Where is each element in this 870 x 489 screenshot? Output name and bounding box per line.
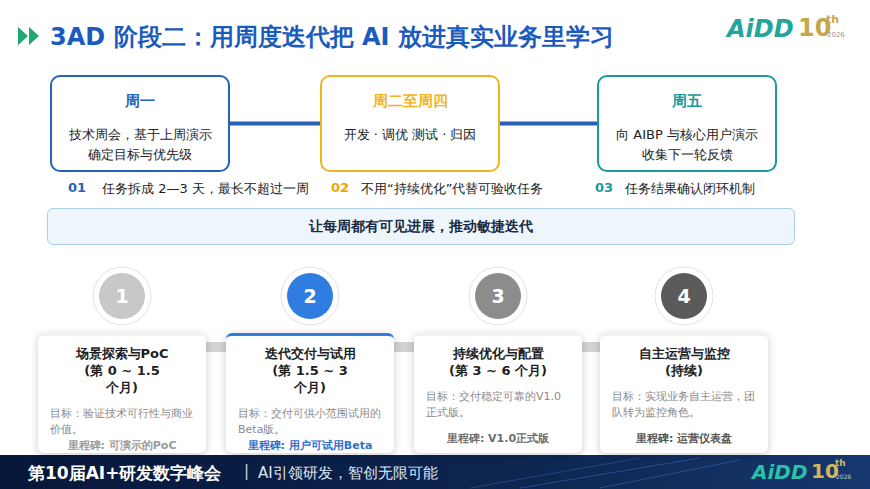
summary-band: 让每周都有可见进展，推动敏捷迭代 <box>47 208 795 245</box>
stage-heading: 迭代交付与试用 (第 1.5 ~ 3 个月) <box>256 345 364 396</box>
logo-year: 2026 <box>836 473 851 480</box>
title-icon <box>29 27 39 45</box>
logo-word: AiDD <box>752 460 808 484</box>
day-heading: 周五 <box>599 92 775 111</box>
day-body: 技术周会，基于上周演示 确定目标与优先级 <box>60 125 220 165</box>
stage-goal: 目标：交付稳定可靠的V1.0正式版。 <box>426 389 570 421</box>
stage-card: 自主运营与监控 (持续) 目标：实现业务自主运营，团队转为监控角色。里程碑: 运营… <box>600 333 768 453</box>
step-number: 4 <box>677 285 690 307</box>
footer-band <box>0 455 870 489</box>
callout-number: 03 <box>595 180 613 195</box>
day-body: 开发 · 调优 测试 · 归因 <box>330 125 490 145</box>
footer-separator: | <box>244 462 249 480</box>
stage-goal: 目标：交付可供小范围试用的Beta版。 <box>238 406 382 438</box>
circle-fill <box>99 273 145 319</box>
step-circle: 2 <box>280 266 340 326</box>
day-heading: 周一 <box>52 92 228 111</box>
connector-line <box>500 122 597 126</box>
stage-heading: 持续优化与配置 (第 3 ~ 6 个月) <box>444 345 552 379</box>
stage-heading: 自主运营与监控 (持续) <box>630 345 738 379</box>
band-text: 让每周都有可见进展，推动敏捷迭代 <box>309 218 533 236</box>
step-number: 2 <box>303 285 316 307</box>
circle-fill <box>287 273 333 319</box>
logo-suffix: th <box>835 458 846 468</box>
step-number: 1 <box>115 285 128 307</box>
callout-number: 01 <box>68 180 86 195</box>
footer-slogan: AI引领研发，智创无限可能 <box>258 464 438 483</box>
stage-card: 持续优化与配置 (第 3 ~ 6 个月) 目标：交付稳定可靠的V1.0正式版。里程… <box>414 333 582 453</box>
connector-line <box>206 342 226 352</box>
stage-milestone: 里程碑: V1.0正式版 <box>426 431 570 446</box>
circle-ring <box>93 267 151 325</box>
footer-streak <box>600 460 740 488</box>
stage-card: 场景探索与PoC (第 0 ~ 1.5 个月) 目标：验证技术可行性与商业价值。里… <box>38 333 206 453</box>
callout-number: 02 <box>331 180 349 195</box>
step-number: 3 <box>491 285 504 307</box>
logo-word: AiDD <box>727 15 794 43</box>
stage-milestone: 里程碑: 可演示的PoC <box>50 438 194 453</box>
circle-ring <box>655 267 713 325</box>
stage-milestone: 里程碑: 运营仪表盘 <box>612 431 756 446</box>
connector-line <box>582 342 600 352</box>
logo-suffix: th <box>826 13 839 26</box>
circle-ring <box>469 267 527 325</box>
step-circle: 3 <box>468 266 528 326</box>
phase-day-box: 周一技术周会，基于上周演示 确定目标与优先级 <box>50 75 230 172</box>
phase-day-box: 周五向 AIBP 与核心用户演示 收集下一轮反馈 <box>597 75 777 172</box>
connector-line <box>230 122 320 126</box>
circle-ring <box>281 267 339 325</box>
circle-fill <box>475 273 521 319</box>
logo-number: 10 <box>811 459 839 483</box>
connector-line <box>394 342 414 352</box>
step-circle: 1 <box>92 266 152 326</box>
footer-event: 第10届AI+研发数字峰会 <box>28 462 221 485</box>
footer-streak <box>470 458 640 488</box>
stage-goal: 目标：实现业务自主运营，团队转为监控角色。 <box>612 389 756 421</box>
rule-note: 任务拆成 2—3 天，最长不超过一周 <box>102 180 309 198</box>
rule-note: 不用“持续优化”代替可验收任务 <box>361 180 543 198</box>
stage-goal: 目标：验证技术可行性与商业价值。 <box>50 406 194 438</box>
day-body: 向 AIBP 与核心用户演示 收集下一轮反馈 <box>607 125 767 165</box>
stage-card: 迭代交付与试用 (第 1.5 ~ 3 个月) 目标：交付可供小范围试用的Beta版… <box>226 333 394 453</box>
slide-title: 3AD 阶段二：用周度迭代把 AI 放进真实业务里学习 <box>50 21 614 53</box>
rule-note: 任务结果确认闭环机制 <box>625 180 755 198</box>
logo-year: 2026 <box>827 31 845 39</box>
day-heading: 周二至周四 <box>322 92 498 111</box>
phase-day-box: 周二至周四开发 · 调优 测试 · 归因 <box>320 75 500 172</box>
step-circle: 4 <box>654 266 714 326</box>
title-icon <box>18 27 28 45</box>
stage-milestone: 里程碑: 用户可试用Beta <box>238 438 382 453</box>
circle-fill <box>661 273 707 319</box>
stage-heading: 场景探索与PoC (第 0 ~ 1.5 个月) <box>68 345 176 396</box>
